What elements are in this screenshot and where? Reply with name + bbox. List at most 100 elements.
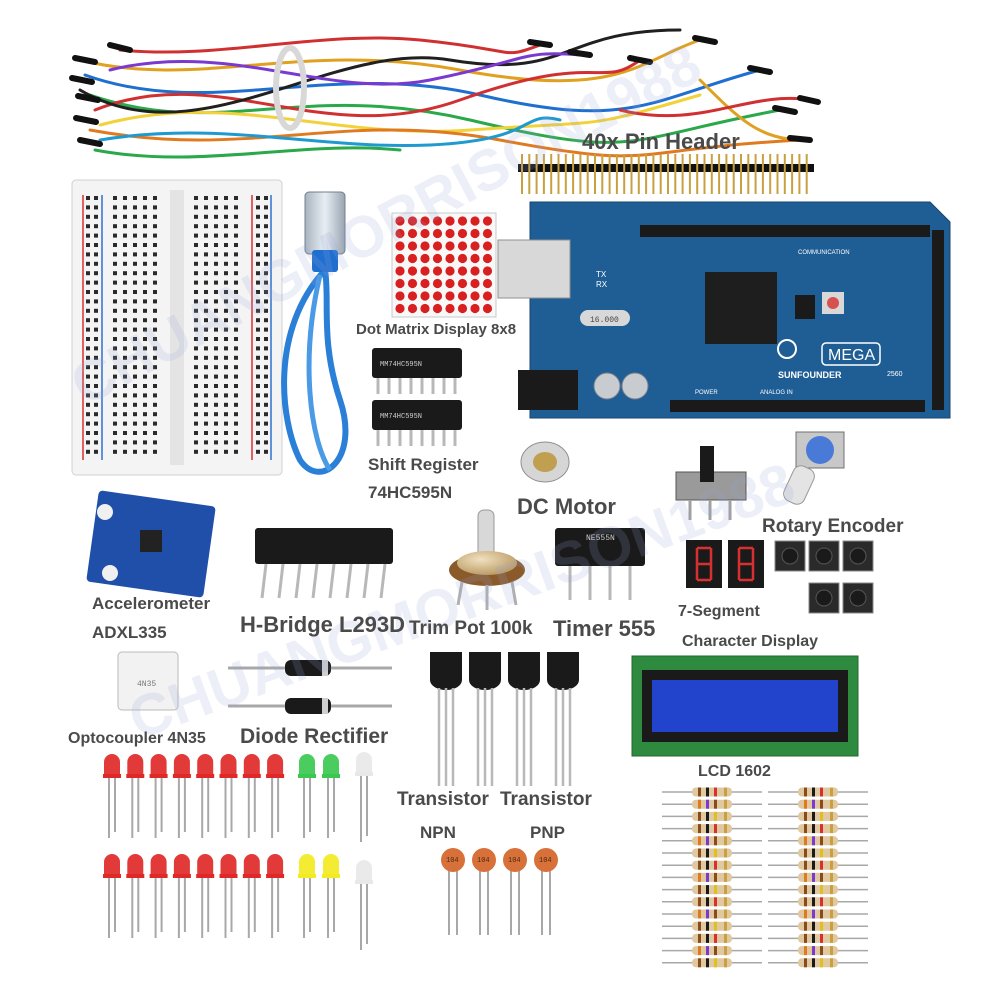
resistor bbox=[768, 933, 868, 943]
capacitor-text: 104 bbox=[539, 857, 552, 865]
resistor bbox=[662, 933, 762, 943]
resistor bbox=[662, 824, 762, 834]
board-model: MEGA bbox=[828, 347, 875, 364]
shift-register-chips: MM74HC595N MM74HC595N bbox=[372, 348, 462, 446]
resistor bbox=[662, 848, 762, 858]
transistor bbox=[508, 652, 540, 786]
resistor bbox=[768, 860, 868, 870]
label-dc-motor: DC Motor bbox=[517, 494, 616, 519]
label-pnp: PNP bbox=[530, 823, 565, 842]
timer-555-chip: NE555N bbox=[555, 528, 645, 600]
resistor bbox=[768, 848, 868, 858]
resistor bbox=[768, 836, 868, 846]
breadboard bbox=[71, 179, 283, 476]
led bbox=[103, 754, 121, 838]
label-seven-segment: 7-Segment bbox=[678, 603, 760, 620]
rotary-encoder bbox=[783, 431, 845, 505]
resistor bbox=[662, 799, 762, 809]
led bbox=[219, 854, 238, 938]
resistor bbox=[662, 909, 762, 919]
led bbox=[103, 854, 121, 938]
led bbox=[126, 854, 145, 938]
transistors bbox=[430, 652, 579, 786]
label-transistor-2: Transistor bbox=[500, 789, 592, 810]
led bbox=[298, 854, 316, 938]
led bbox=[219, 754, 238, 838]
usb-cable bbox=[281, 191, 349, 475]
label-shift-register: Shift Register bbox=[368, 455, 479, 474]
label-accelerometer-part: ADXL335 bbox=[92, 623, 167, 642]
led bbox=[126, 754, 145, 838]
led bbox=[149, 854, 168, 938]
resistor bbox=[768, 872, 868, 882]
resistor bbox=[768, 885, 868, 895]
resistor bbox=[768, 824, 868, 834]
board-brand: SUNFOUNDER bbox=[778, 370, 842, 380]
ceramic-capacitor: 104 bbox=[441, 848, 465, 935]
resistor bbox=[768, 811, 868, 821]
led bbox=[266, 854, 285, 938]
label-diode-rectifier: Diode Rectifier bbox=[240, 725, 389, 748]
transistor bbox=[547, 652, 579, 786]
label-character-display: Character Display bbox=[682, 633, 819, 650]
h-bridge-chip bbox=[255, 528, 393, 599]
resistor bbox=[768, 787, 868, 797]
led bbox=[322, 754, 340, 838]
label-timer: Timer 555 bbox=[553, 616, 656, 641]
optocoupler-chip-text: 4N35 bbox=[137, 680, 156, 689]
board-section-analog: ANALOG IN bbox=[760, 390, 793, 396]
label-lcd: LCD 1602 bbox=[698, 763, 771, 780]
resistor bbox=[662, 946, 762, 956]
dot-matrix-display bbox=[391, 212, 497, 318]
board-model-number: 2560 bbox=[887, 371, 903, 378]
resistor bbox=[768, 921, 868, 931]
label-h-bridge: H-Bridge L293D bbox=[240, 612, 406, 637]
capacitor-text: 104 bbox=[446, 857, 459, 865]
led bbox=[196, 854, 215, 938]
resistor bbox=[768, 946, 868, 956]
label-trim-pot: Trim Pot 100k bbox=[409, 618, 533, 639]
trim-pot bbox=[449, 509, 525, 610]
ceramic-capacitor: 104 bbox=[534, 848, 558, 935]
resistor bbox=[662, 921, 762, 931]
label-optocoupler: Optocoupler 4N35 bbox=[68, 730, 206, 747]
mega-board: 16.000 SUNFOUNDER MEGA 2560 COMMUNICATIO… bbox=[497, 201, 951, 419]
led bbox=[355, 752, 373, 842]
led bbox=[196, 754, 215, 838]
leds bbox=[103, 752, 373, 950]
board-tx: TX bbox=[596, 270, 607, 279]
ceramic-capacitors: 104 104 104 104 bbox=[441, 848, 558, 935]
transistor bbox=[430, 652, 462, 786]
wire-pins bbox=[69, 35, 821, 147]
led bbox=[298, 754, 316, 838]
led bbox=[149, 754, 168, 838]
push-buttons bbox=[774, 540, 874, 614]
resistor bbox=[662, 860, 762, 870]
resistors bbox=[662, 787, 868, 968]
ceramic-capacitor: 104 bbox=[472, 848, 496, 935]
board-section-communication: COMMUNICATION bbox=[798, 250, 850, 256]
shift-register-chip-text: MM74HC595N bbox=[380, 361, 422, 369]
label-npn: NPN bbox=[420, 823, 456, 842]
transistor bbox=[469, 652, 501, 786]
resistor bbox=[662, 836, 762, 846]
jumper-wires bbox=[78, 28, 812, 159]
label-transistor-1: Transistor bbox=[397, 789, 489, 810]
seven-segment-displays bbox=[686, 540, 764, 588]
resistor bbox=[662, 897, 762, 907]
lcd-1602 bbox=[631, 655, 859, 757]
label-rotary-encoder: Rotary Encoder bbox=[762, 516, 904, 537]
resistor bbox=[662, 958, 762, 968]
diodes bbox=[228, 660, 392, 714]
led bbox=[322, 854, 340, 938]
pin-header bbox=[518, 154, 814, 194]
led bbox=[266, 754, 285, 838]
led bbox=[242, 854, 261, 938]
resistor bbox=[662, 787, 762, 797]
board-section-power: POWER bbox=[695, 390, 718, 396]
label-shift-register-part: 74HC595N bbox=[368, 483, 453, 502]
board-rx: RX bbox=[596, 280, 608, 289]
ceramic-capacitor: 104 bbox=[503, 848, 527, 935]
